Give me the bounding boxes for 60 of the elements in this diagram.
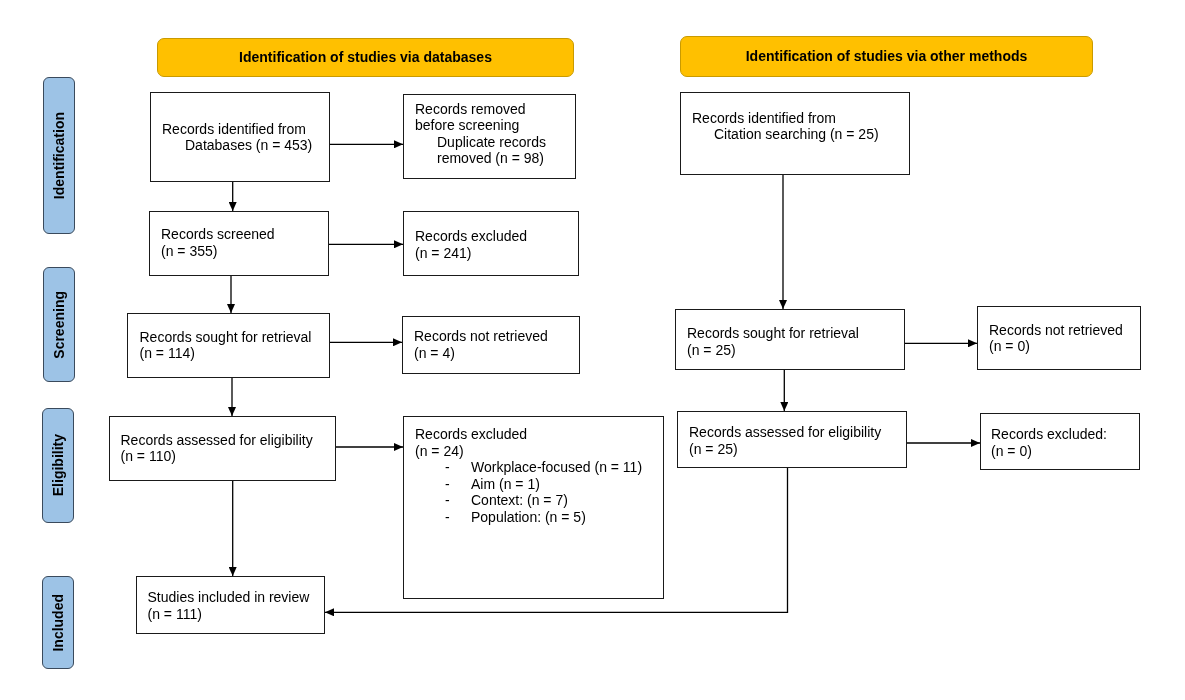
- box-label: Records identified from: [162, 120, 307, 137]
- phase-label: Eligibility: [50, 434, 66, 497]
- exclusion-reason-item: - Context: (n = 7): [445, 492, 569, 509]
- process-box: [675, 309, 905, 370]
- arrow: [906, 439, 981, 447]
- exclusion-reason-item: - Workplace-focused (n = 11): [445, 459, 644, 476]
- box-label: Records assessed for eligibility (n = 25): [689, 424, 883, 458]
- process-box: [677, 411, 907, 468]
- section-header-band: [680, 36, 1093, 77]
- arrow: [228, 377, 236, 417]
- arrow: [335, 443, 404, 451]
- arrow: [228, 480, 237, 577]
- section-header-band: [157, 38, 574, 77]
- process-box: [402, 316, 580, 374]
- box-label: Records sought for retrieval (n = 114): [139, 328, 313, 362]
- box-label: Records identified from: [692, 109, 837, 126]
- phase-label: Screening: [51, 290, 67, 359]
- process-box: [403, 416, 664, 599]
- exclusion-reason-item: - Population: (n = 5): [445, 508, 587, 526]
- arrow: [780, 369, 789, 412]
- arrow: [328, 240, 404, 249]
- exclusion-reason-item: - Aim (n = 1): [445, 475, 541, 493]
- process-box: [977, 306, 1141, 370]
- box-label: Records excluded (n = 241): [415, 228, 529, 261]
- process-box: [150, 92, 330, 182]
- box-label: Records not retrieved (n = 4): [414, 328, 549, 362]
- box-label: Studies included in review (n = 111): [147, 589, 311, 622]
- process-box: [109, 416, 336, 481]
- process-box: [127, 313, 330, 378]
- phase-label: Included: [50, 593, 66, 652]
- box-label: Records sought for retrieval (n = 25): [687, 325, 860, 359]
- box-label: Databases (n = 453): [185, 137, 314, 154]
- phase-label: Identification: [51, 111, 67, 200]
- arrow: [228, 181, 237, 212]
- process-box: [403, 211, 579, 276]
- box-label: Citation searching (n = 25): [714, 126, 880, 143]
- box-label: Records removed before screening: [415, 100, 527, 134]
- phase-band: [42, 576, 74, 669]
- phase-band: [43, 77, 75, 234]
- process-box: [149, 211, 329, 276]
- box-label: Records assessed for eligibility (n = 110): [120, 431, 314, 465]
- process-box: [980, 413, 1140, 470]
- process-box: [680, 92, 910, 175]
- box-label: Records excluded: (n = 0): [991, 426, 1108, 460]
- box-label: Duplicate records removed (n = 98): [437, 133, 547, 167]
- arrow: [779, 174, 787, 310]
- section-header-title: Identification of studies via other methods: [745, 48, 1028, 65]
- arrow: [904, 339, 978, 348]
- phase-band: [42, 408, 74, 523]
- arrow: [329, 338, 403, 347]
- box-label: Records not retrieved (n = 0): [989, 321, 1124, 355]
- box-label: Records screened (n = 355): [161, 226, 276, 260]
- phase-band: [43, 267, 75, 382]
- section-header-title: Identification of studies via databases: [239, 49, 492, 66]
- arrow: [329, 140, 404, 149]
- process-box: [136, 576, 325, 634]
- elbow-arrow: [324, 467, 789, 617]
- arrow: [227, 275, 235, 314]
- process-box: [403, 94, 576, 179]
- box-label: Records excluded (n = 24): [415, 426, 529, 460]
